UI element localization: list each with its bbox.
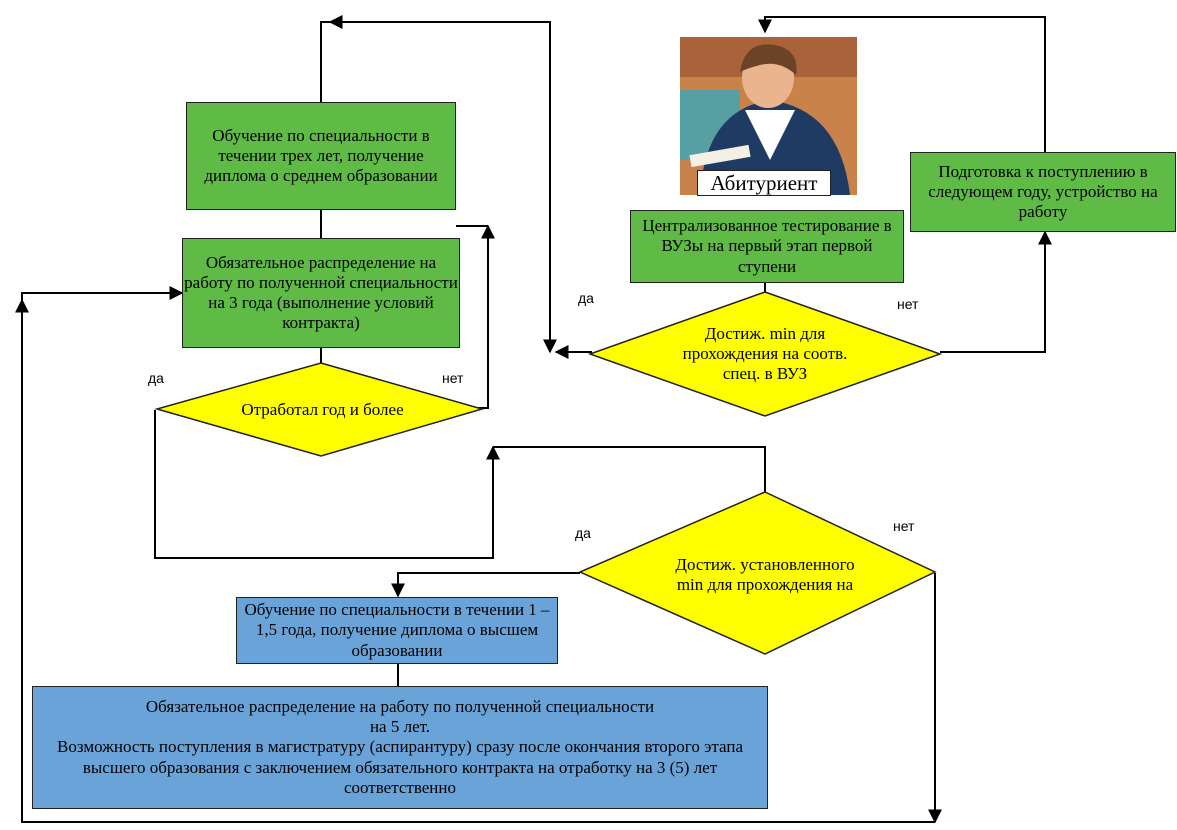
box-distribution-5-years-line1: Обязательное распределение на работу по … <box>145 697 655 717</box>
decision-worked-year <box>154 362 485 457</box>
label-set-no: нет <box>893 518 915 534</box>
box-training-higher-text: Обучение по специальности в течении 1 – … <box>244 600 550 660</box>
box-distribution-5-years: Обязательное распределение на работу по … <box>32 686 768 809</box>
decision-min-set <box>578 491 937 655</box>
box-training-higher: Обучение по специальности в течении 1 – … <box>236 597 558 664</box>
decision-min-vuz-text: Достиж. min для прохождения на соотв. сп… <box>682 323 848 384</box>
label-vuz-yes: да <box>578 290 594 306</box>
edge-set-yes <box>391 572 580 598</box>
box-training-3-years-text: Обучение по специальности в течении трех… <box>204 125 438 186</box>
box-distribution-5-years-line2: на 5 лет. <box>369 717 431 737</box>
decision-min-set-text: Достиж. установленного min для прохожден… <box>675 554 855 594</box>
label-worked-no: нет <box>442 370 464 386</box>
box-distribution-5-years-line3: Возможность поступления в магистратуру (… <box>57 737 743 797</box>
edge-top-arrow <box>328 15 551 352</box>
applicant-photo <box>680 37 857 195</box>
edge-worked-yes <box>154 410 500 559</box>
decision-min-vuz <box>587 291 943 417</box>
box-central-testing-text: Централизованное тестирование в ВУЗы на … <box>642 216 892 276</box>
box-distribution-3-years-text: Обязательное распределение на работу по … <box>184 252 458 333</box>
edge-middle-to-decision2 <box>493 446 766 492</box>
applicant-label: Абитуриент <box>697 170 831 196</box>
box-prep-next-year-text: Подготовка к поступлению в следующем год… <box>928 161 1158 222</box>
box-distribution-3-years: Обязательное распределение на работу по … <box>182 238 460 348</box>
box-training-3-years: Обучение по специальности в течении трех… <box>186 102 456 210</box>
box-central-testing: Централизованное тестирование в ВУЗы на … <box>630 210 904 283</box>
decision-worked-year-text: Отработал год и более <box>241 399 404 419</box>
box-prep-next-year: Подготовка к поступлению в следующем год… <box>910 152 1176 232</box>
edge-prep-to-photo <box>758 16 1046 166</box>
edge-vuz-no <box>940 230 1052 353</box>
edge-worked-no <box>468 224 495 409</box>
label-worked-yes: да <box>148 370 164 386</box>
label-vuz-no: нет <box>897 296 919 312</box>
label-set-yes: да <box>575 525 591 541</box>
